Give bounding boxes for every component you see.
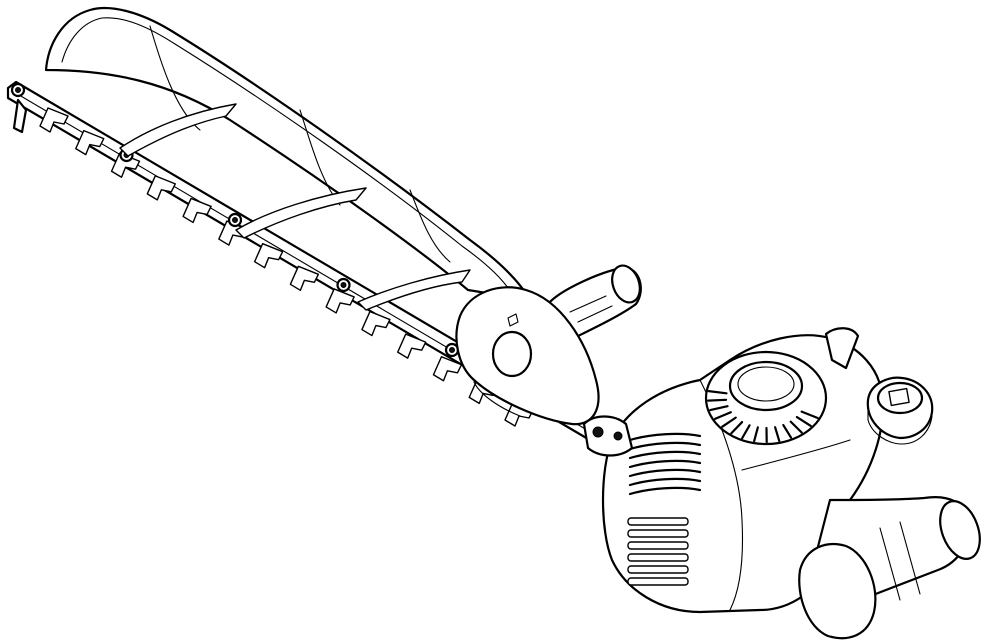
blade-bolt-center	[449, 347, 455, 353]
starter-rib	[730, 420, 744, 435]
fuel-cap	[866, 376, 934, 445]
blade-tooth	[182, 197, 212, 224]
starter-ribs	[707, 390, 819, 444]
blade-bolt-center	[232, 217, 238, 223]
blade-tooth	[289, 265, 320, 292]
blade-bolt-center	[15, 87, 21, 93]
cooling-fin	[628, 486, 702, 496]
blade-tooth	[432, 356, 463, 382]
starter-rib	[721, 416, 737, 428]
blade-tooth	[146, 175, 177, 201]
cooling-fin	[628, 477, 702, 487]
starter-rib	[709, 405, 729, 412]
front-handle	[546, 264, 642, 342]
starter-rib	[741, 424, 751, 440]
starter-rib	[707, 398, 728, 402]
starter-rib	[789, 420, 803, 434]
cooling-fin	[628, 432, 702, 442]
blade-tooth	[325, 288, 355, 314]
hand-guard	[455, 286, 600, 426]
starter-rib	[795, 415, 812, 428]
starter-rib	[707, 390, 728, 395]
starter-rib	[782, 423, 793, 439]
grille-slot	[627, 577, 689, 586]
cooling-fin	[628, 459, 702, 469]
grille-slot	[627, 529, 689, 538]
cooling-fin	[628, 441, 702, 451]
grille-slot	[627, 541, 689, 550]
throttle-lever	[824, 327, 860, 370]
debris-shield	[44, 6, 532, 302]
grille-slot	[627, 553, 689, 562]
cutting-teeth	[39, 107, 534, 427]
engine-cooling-fins	[628, 432, 702, 496]
grille-slot	[627, 565, 689, 574]
starter-rib	[713, 411, 732, 421]
blade-tooth	[75, 129, 105, 156]
blade-tooth	[396, 333, 427, 359]
blade-tooth	[361, 310, 391, 337]
recoil-starter	[704, 350, 828, 446]
gear-case	[582, 415, 634, 457]
starter-rib	[774, 426, 781, 442]
cooling-fin	[628, 468, 702, 478]
starter-rib	[753, 426, 759, 443]
rear-handle	[798, 496, 981, 640]
starter-rib	[800, 410, 819, 420]
cooling-fin	[628, 450, 702, 460]
air-filter-grille	[627, 517, 689, 586]
blade-struts	[119, 103, 471, 311]
blade-tooth	[39, 107, 69, 133]
blade-bolt-center	[340, 282, 347, 288]
blade-tooth	[110, 152, 141, 178]
grille-slot	[627, 517, 689, 526]
blade-tooth	[253, 242, 284, 269]
